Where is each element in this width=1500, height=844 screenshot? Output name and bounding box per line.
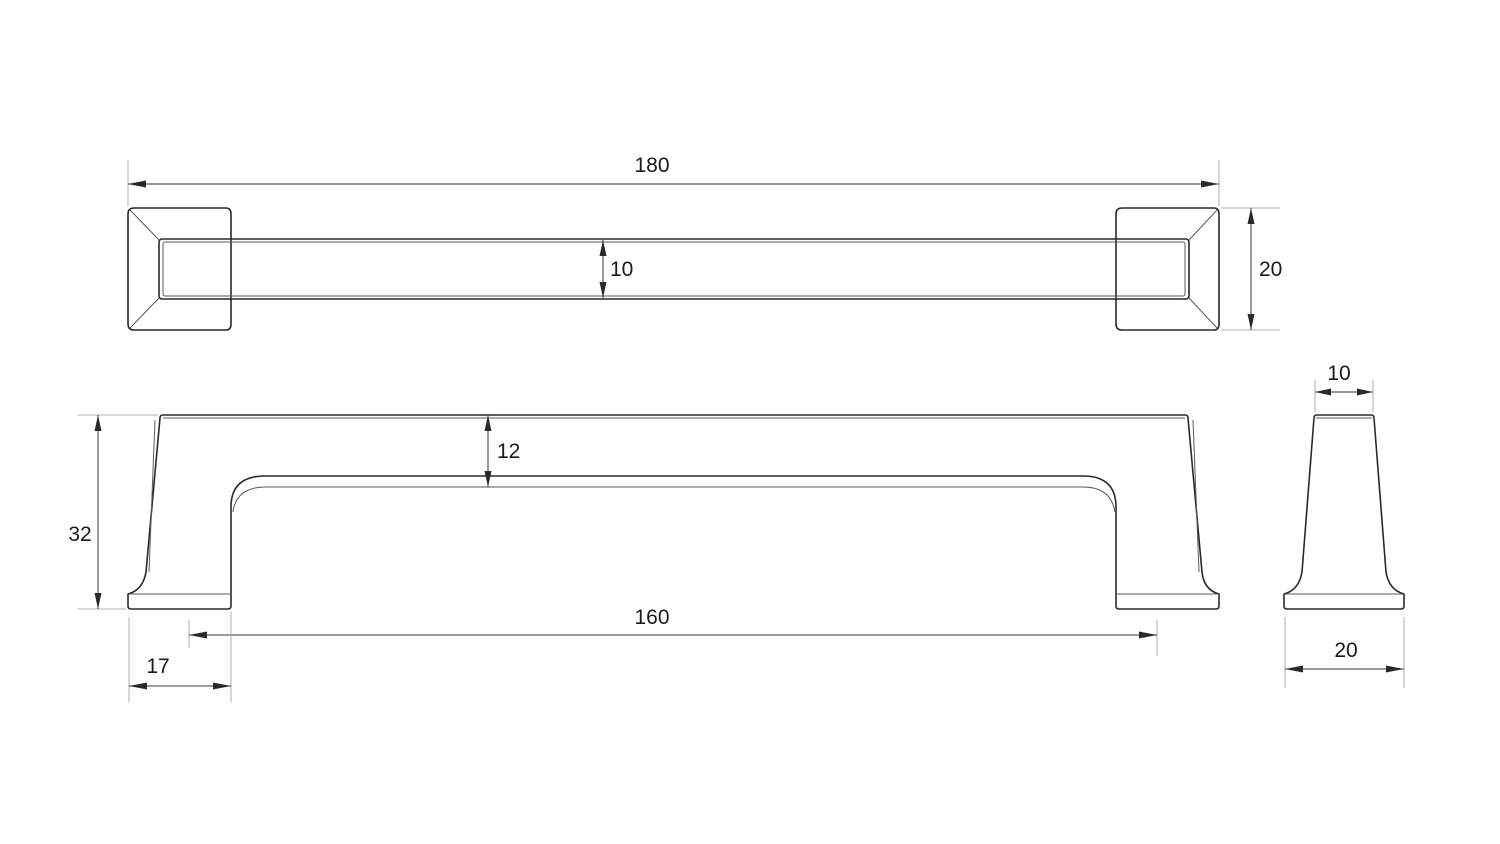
front-view: 32 12 160 17 (68, 414, 1220, 702)
label-base-width: 20 (1259, 258, 1282, 281)
side-view: 10 20 (1283, 362, 1405, 688)
left-leg-inner-edge (148, 419, 156, 573)
label-height: 32 (68, 523, 91, 546)
front-inner-fillet-edge (232, 486, 1116, 513)
dimension-foot-offset (128, 612, 232, 702)
top-view: 180 10 20 (127, 154, 1282, 331)
label-bar-thickness: 12 (497, 440, 520, 463)
dimension-bar-width (599, 240, 607, 298)
dimension-base-width (1221, 207, 1280, 331)
dimension-hole-spacing (188, 620, 1158, 656)
label-foot-offset: 17 (146, 655, 169, 678)
dimension-end-top-width (1314, 380, 1374, 412)
label-end-base-width: 20 (1334, 639, 1357, 662)
label-overall-length: 180 (634, 154, 669, 177)
handle-front-outline (127, 414, 1220, 610)
right-base-plate (1115, 207, 1220, 331)
dimension-overall-length (127, 160, 1220, 206)
left-base-plate (127, 207, 232, 331)
label-end-top-width: 10 (1327, 362, 1350, 385)
dimension-end-base-width (1284, 617, 1405, 688)
left-bevel-lines (129, 209, 160, 329)
label-hole-spacing: 160 (634, 606, 669, 629)
right-bevel-lines (1188, 209, 1218, 329)
bar-top-outline (158, 238, 1190, 300)
bar-top-inner-edge (162, 241, 1186, 297)
dimension-height (78, 414, 158, 610)
right-leg-inner-edge (1192, 419, 1200, 573)
label-bar-width: 10 (610, 258, 633, 281)
handle-side-outline (1283, 414, 1405, 610)
dimension-bar-thickness (484, 415, 492, 487)
